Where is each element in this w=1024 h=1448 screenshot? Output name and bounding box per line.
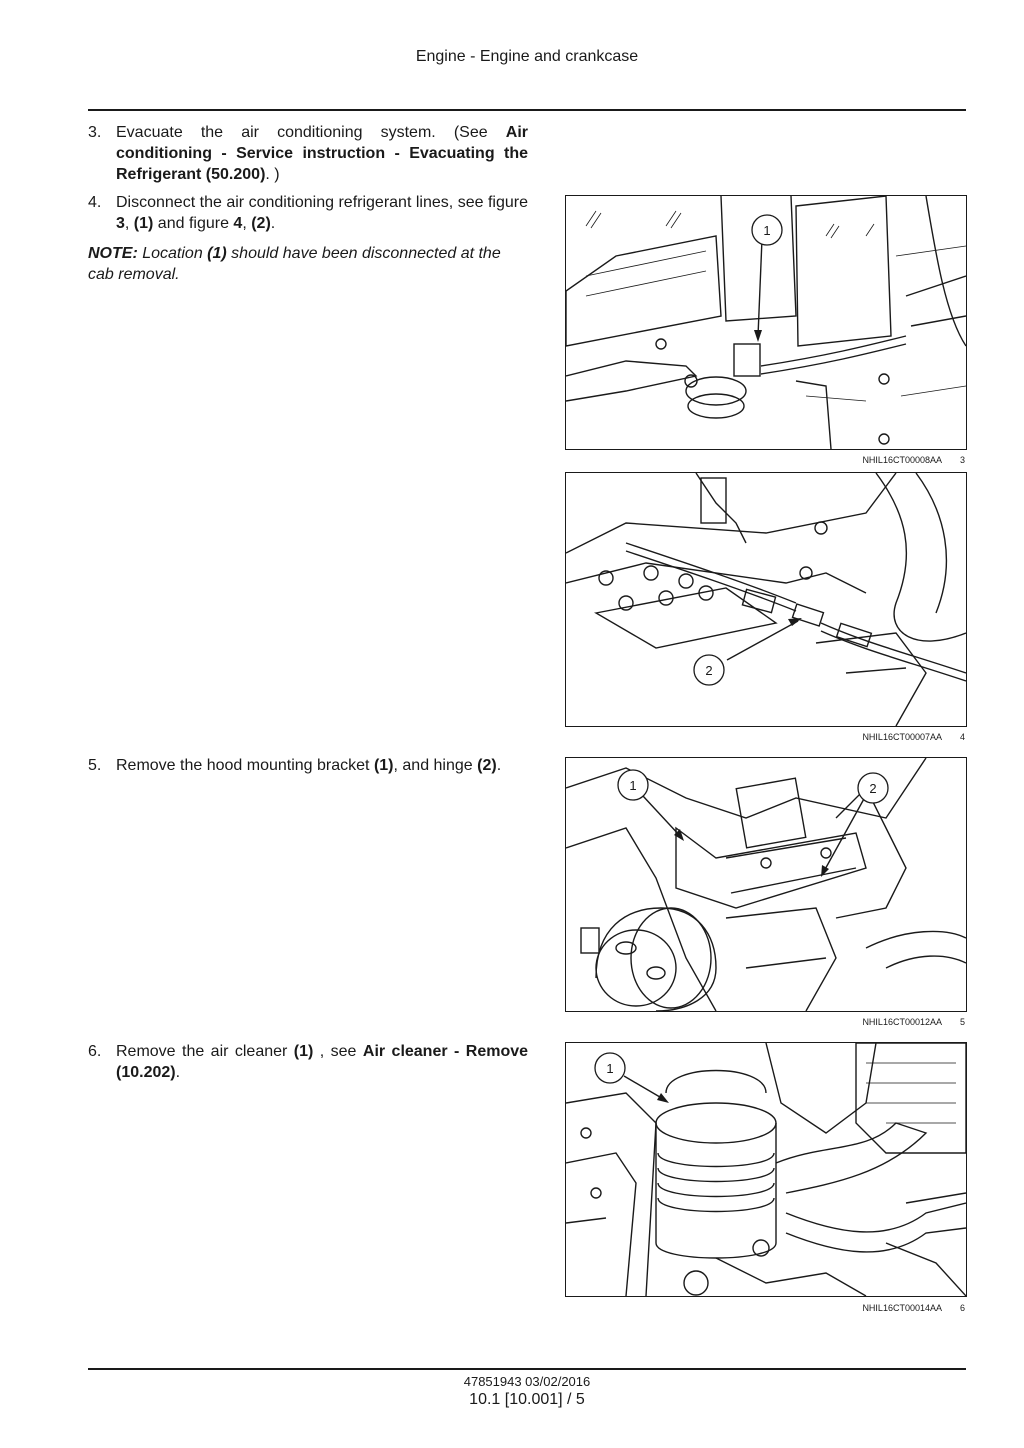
step-4: 4. Disconnect the air conditioning refri… bbox=[88, 192, 528, 234]
svg-text:1: 1 bbox=[606, 1061, 613, 1076]
svg-text:2: 2 bbox=[705, 663, 712, 678]
figure-number: 4 bbox=[959, 732, 965, 742]
step-6: 6. Remove the air cleaner (1) , see Air … bbox=[88, 1041, 528, 1083]
footer-document-id: 47851943 03/02/2016 bbox=[463, 1374, 591, 1389]
step-text: , and hinge bbox=[393, 757, 478, 774]
figure-code: NHIL16CT00008AA bbox=[862, 455, 942, 465]
callout-ref: (1) bbox=[133, 215, 154, 232]
callout-ref: (2) bbox=[251, 215, 271, 232]
step-text: . bbox=[270, 215, 276, 232]
step-text: and figure bbox=[153, 215, 234, 232]
svg-text:2: 2 bbox=[869, 781, 876, 796]
step-text: . bbox=[496, 757, 502, 774]
header-rule bbox=[88, 109, 966, 111]
step-number: 6. bbox=[88, 1043, 102, 1060]
figure-ref: 4 bbox=[233, 215, 243, 232]
figure-code: NHIL16CT00012AA bbox=[862, 1017, 942, 1027]
figure-caption: NHIL16CT00007AA 4 bbox=[565, 732, 965, 742]
figure-4-illustration: 2 bbox=[565, 472, 967, 727]
callout-marker: 2 bbox=[693, 654, 725, 686]
figure-3-illustration: 1 bbox=[565, 195, 967, 450]
step-3: 3. Evacuate the air conditioning system.… bbox=[88, 122, 528, 185]
svg-text:1: 1 bbox=[763, 223, 770, 238]
step-number: 3. bbox=[88, 124, 102, 141]
callout-marker: 2 bbox=[857, 772, 889, 804]
figure-6-illustration: 1 bbox=[565, 1042, 967, 1297]
step-text: , see bbox=[313, 1043, 363, 1060]
note-label: NOTE: bbox=[88, 245, 138, 262]
note-text: should have been disconnected at the cab… bbox=[88, 245, 501, 283]
footer-rule bbox=[88, 1368, 966, 1370]
callout-ref: (2) bbox=[477, 757, 497, 774]
step-text: . ) bbox=[265, 166, 280, 183]
figure-5-illustration: 1 2 bbox=[565, 757, 967, 1012]
figure-caption: NHIL16CT00014AA 6 bbox=[565, 1303, 965, 1313]
figure-caption: NHIL16CT00008AA 3 bbox=[565, 455, 965, 465]
callout-ref: (1) bbox=[293, 1043, 314, 1060]
figure-number: 3 bbox=[959, 455, 965, 465]
step-number: 4. bbox=[88, 194, 102, 211]
step-text: Evacuate the air conditioning system. (S… bbox=[116, 124, 506, 141]
callout-marker: 1 bbox=[617, 769, 649, 801]
footer-page-number: 10.1 [10.001] / 5 bbox=[469, 1391, 585, 1408]
step-text: Disconnect the air conditioning refriger… bbox=[116, 194, 528, 211]
figure-code: NHIL16CT00014AA bbox=[862, 1303, 942, 1313]
step-5: 5. Remove the hood mounting bracket (1),… bbox=[88, 755, 528, 776]
step-number: 5. bbox=[88, 757, 102, 774]
figure-number: 5 bbox=[959, 1017, 965, 1027]
step-text: Remove the hood mounting bracket bbox=[116, 757, 374, 774]
step-text: , bbox=[124, 215, 134, 232]
figure-ref: 3 bbox=[116, 215, 125, 232]
cross-reference-link[interactable]: Air cleaner - Remove (10.202) bbox=[116, 1043, 529, 1081]
svg-text:1: 1 bbox=[629, 778, 636, 793]
note-text: Location bbox=[137, 245, 208, 262]
step-text: . bbox=[175, 1064, 181, 1081]
page-header-title: Engine - Engine and crankcase bbox=[415, 48, 639, 65]
callout-ref: (1) bbox=[373, 757, 394, 774]
figure-code: NHIL16CT00007AA bbox=[862, 732, 942, 742]
callout-marker: 1 bbox=[751, 214, 783, 246]
cross-reference-link[interactable]: Air conditioning - Service instruction -… bbox=[116, 124, 528, 183]
step-text: , bbox=[242, 215, 252, 232]
note: NOTE: Location (1) should have been disc… bbox=[88, 243, 528, 285]
callout-ref: (1) bbox=[207, 245, 227, 262]
figure-number: 6 bbox=[959, 1303, 965, 1313]
callout-marker: 1 bbox=[594, 1052, 626, 1084]
figure-caption: NHIL16CT00012AA 5 bbox=[565, 1017, 965, 1027]
step-text: Remove the air cleaner bbox=[116, 1043, 294, 1060]
